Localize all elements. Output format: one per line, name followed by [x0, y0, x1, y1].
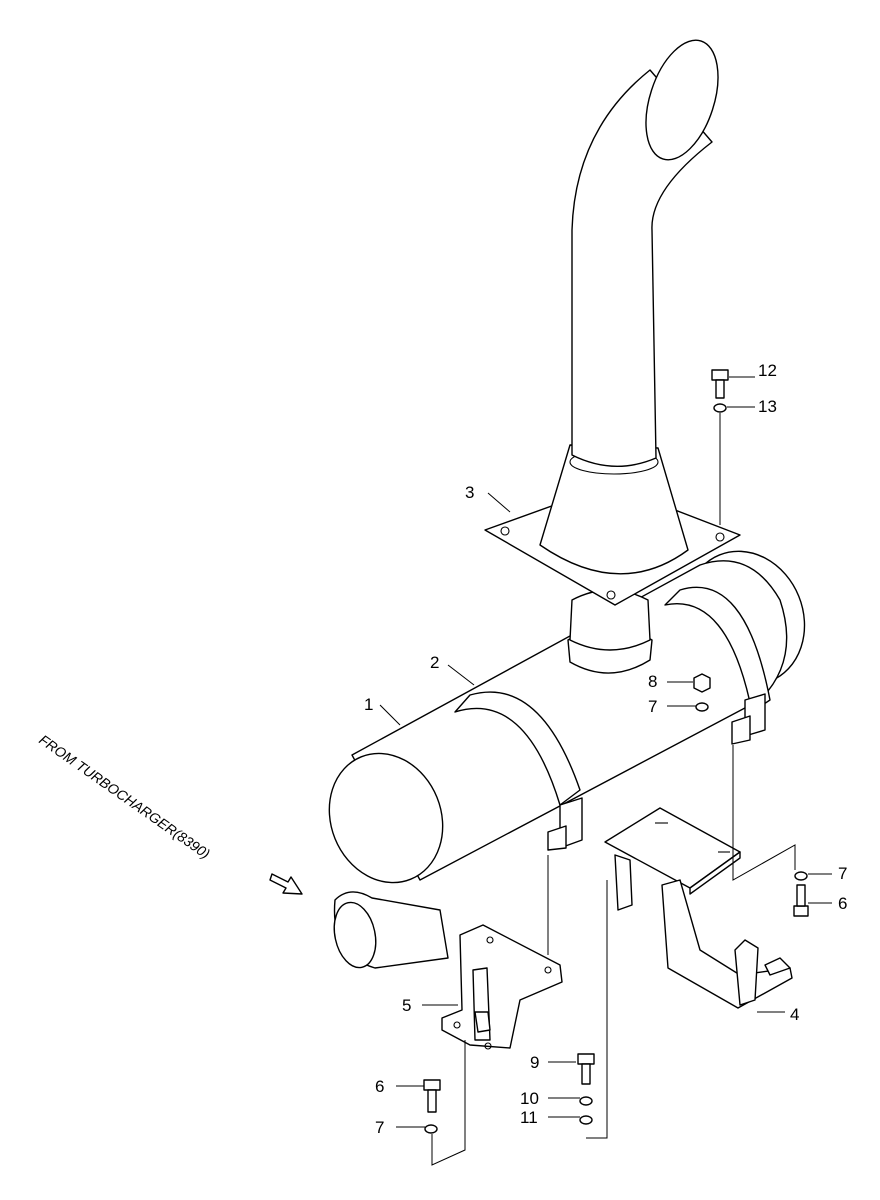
callout-6-right: 6	[838, 894, 847, 913]
callout-8: 8	[648, 672, 657, 691]
callout-2: 2	[430, 653, 439, 672]
muffler-band-left	[454, 691, 583, 851]
washer-10	[579, 1096, 593, 1106]
washer-7-left	[424, 1124, 438, 1134]
callout-7-mid: 7	[648, 697, 657, 716]
bracket-left	[441, 924, 563, 1050]
callout-6-left: 6	[375, 1077, 384, 1096]
bolt-6-right	[793, 884, 809, 917]
callout-12: 12	[758, 361, 777, 380]
muffler	[328, 550, 806, 969]
callout-10: 10	[520, 1089, 539, 1108]
washer-13	[713, 403, 727, 413]
exhaust-stack	[484, 39, 741, 674]
assembly-lines	[431, 413, 796, 1166]
callout-11: 11	[520, 1108, 538, 1127]
washer-11	[579, 1115, 593, 1125]
nut-8	[693, 673, 711, 693]
callout-5: 5	[402, 996, 411, 1015]
flow-arrow-icon	[269, 873, 303, 895]
callout-7-left: 7	[375, 1118, 384, 1137]
callout-1: 1	[364, 695, 373, 714]
callout-4: 4	[790, 1005, 799, 1024]
bracket-right	[604, 807, 793, 1009]
callout-9: 9	[530, 1053, 539, 1072]
bolt-9	[577, 1053, 595, 1085]
callout-7-right: 7	[838, 864, 847, 883]
washer-7-right	[794, 871, 808, 881]
muffler-band-right	[664, 586, 771, 745]
callout-3: 3	[465, 483, 474, 502]
source-label: FROM TURBOCHARGER(8390)	[36, 731, 213, 861]
callout-leaders	[379, 376, 832, 1128]
washer-7-mid	[695, 702, 709, 712]
callout-13: 13	[758, 397, 777, 416]
bolt-6-left	[423, 1079, 441, 1113]
bolt-12	[711, 369, 729, 399]
